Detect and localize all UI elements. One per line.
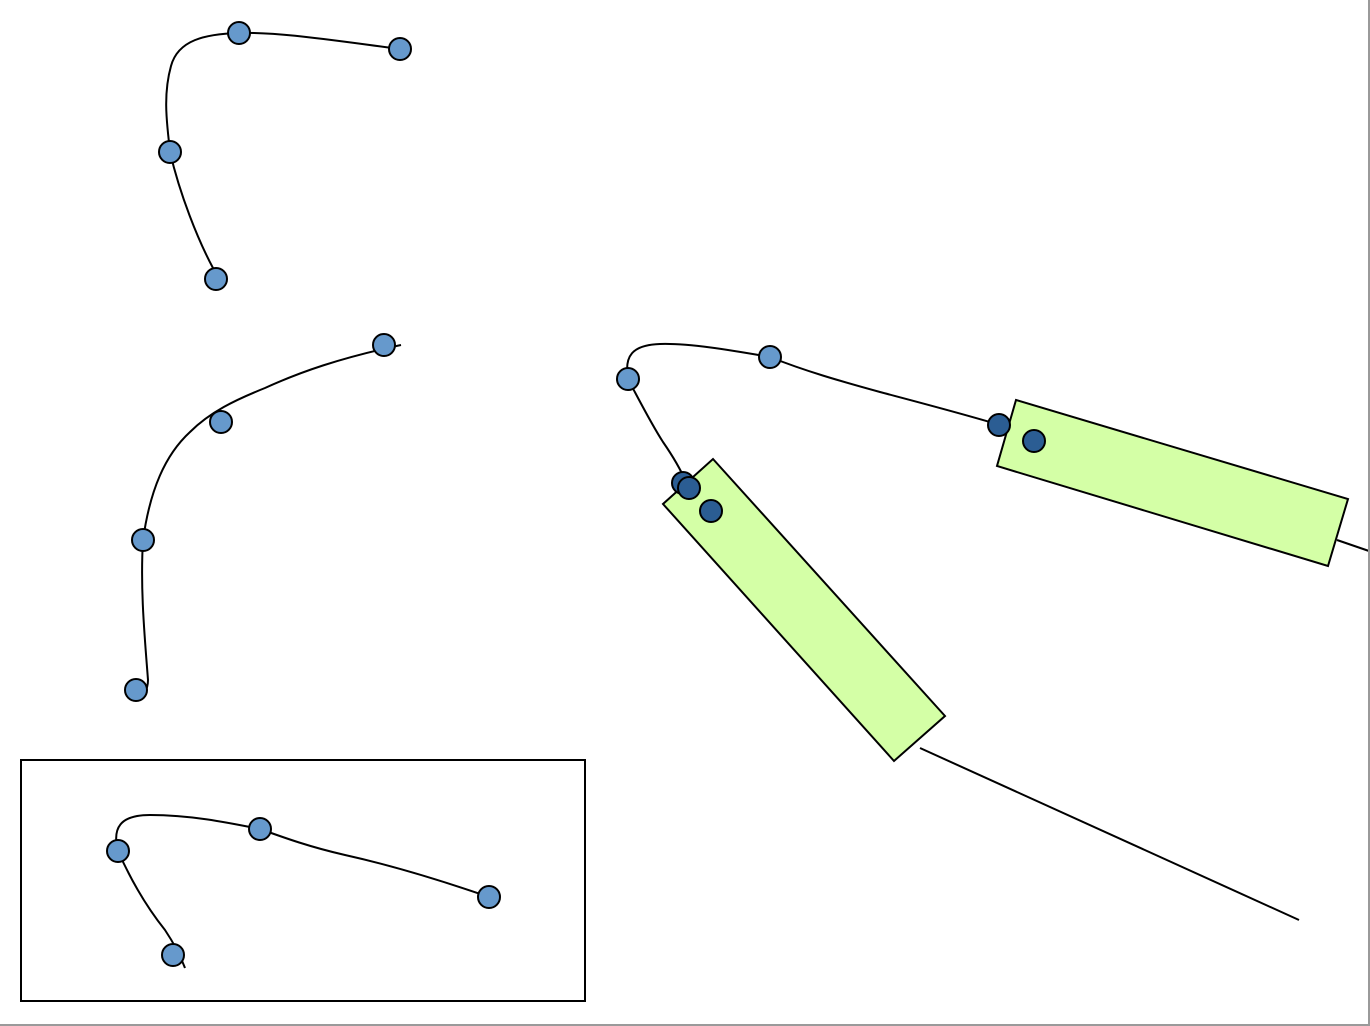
handle-node-active[interactable] bbox=[1022, 429, 1046, 453]
frame-bottom-edge bbox=[0, 1024, 1370, 1026]
selection-box[interactable] bbox=[20, 759, 586, 1002]
boxed-curve-group[interactable] bbox=[20, 759, 586, 1002]
curve-right-group[interactable] bbox=[616, 342, 1370, 921]
curve-boxed[interactable] bbox=[115, 813, 490, 969]
handle-node[interactable] bbox=[158, 140, 182, 164]
block-upper-right[interactable] bbox=[995, 398, 1350, 568]
handle-node[interactable] bbox=[131, 528, 155, 552]
curve-middle-left[interactable] bbox=[135, 344, 402, 701]
handle-node-active[interactable] bbox=[699, 499, 723, 523]
handle-node-active[interactable] bbox=[677, 476, 701, 500]
handle-node[interactable] bbox=[161, 943, 185, 967]
handle-node[interactable] bbox=[124, 678, 148, 702]
handle-node[interactable] bbox=[248, 817, 272, 841]
handle-node[interactable] bbox=[758, 345, 782, 369]
curve-top-left[interactable] bbox=[165, 31, 401, 269]
handle-node[interactable] bbox=[616, 367, 640, 391]
curve-middle-left-group[interactable] bbox=[124, 333, 402, 702]
handle-node[interactable] bbox=[106, 839, 130, 863]
connector-lower-tail[interactable] bbox=[919, 747, 1300, 921]
connector-upper-tail[interactable] bbox=[1336, 539, 1370, 552]
handle-node[interactable] bbox=[388, 37, 412, 61]
handle-node[interactable] bbox=[372, 333, 396, 357]
handle-node-active[interactable] bbox=[987, 413, 1011, 437]
frame-right-edge bbox=[1368, 0, 1370, 1026]
handle-node[interactable] bbox=[477, 885, 501, 909]
handle-node[interactable] bbox=[209, 410, 233, 434]
handle-node[interactable] bbox=[227, 21, 251, 45]
curve-top-left-group[interactable] bbox=[158, 21, 412, 291]
curve-right-lower[interactable] bbox=[627, 378, 687, 483]
handle-node[interactable] bbox=[204, 267, 228, 291]
